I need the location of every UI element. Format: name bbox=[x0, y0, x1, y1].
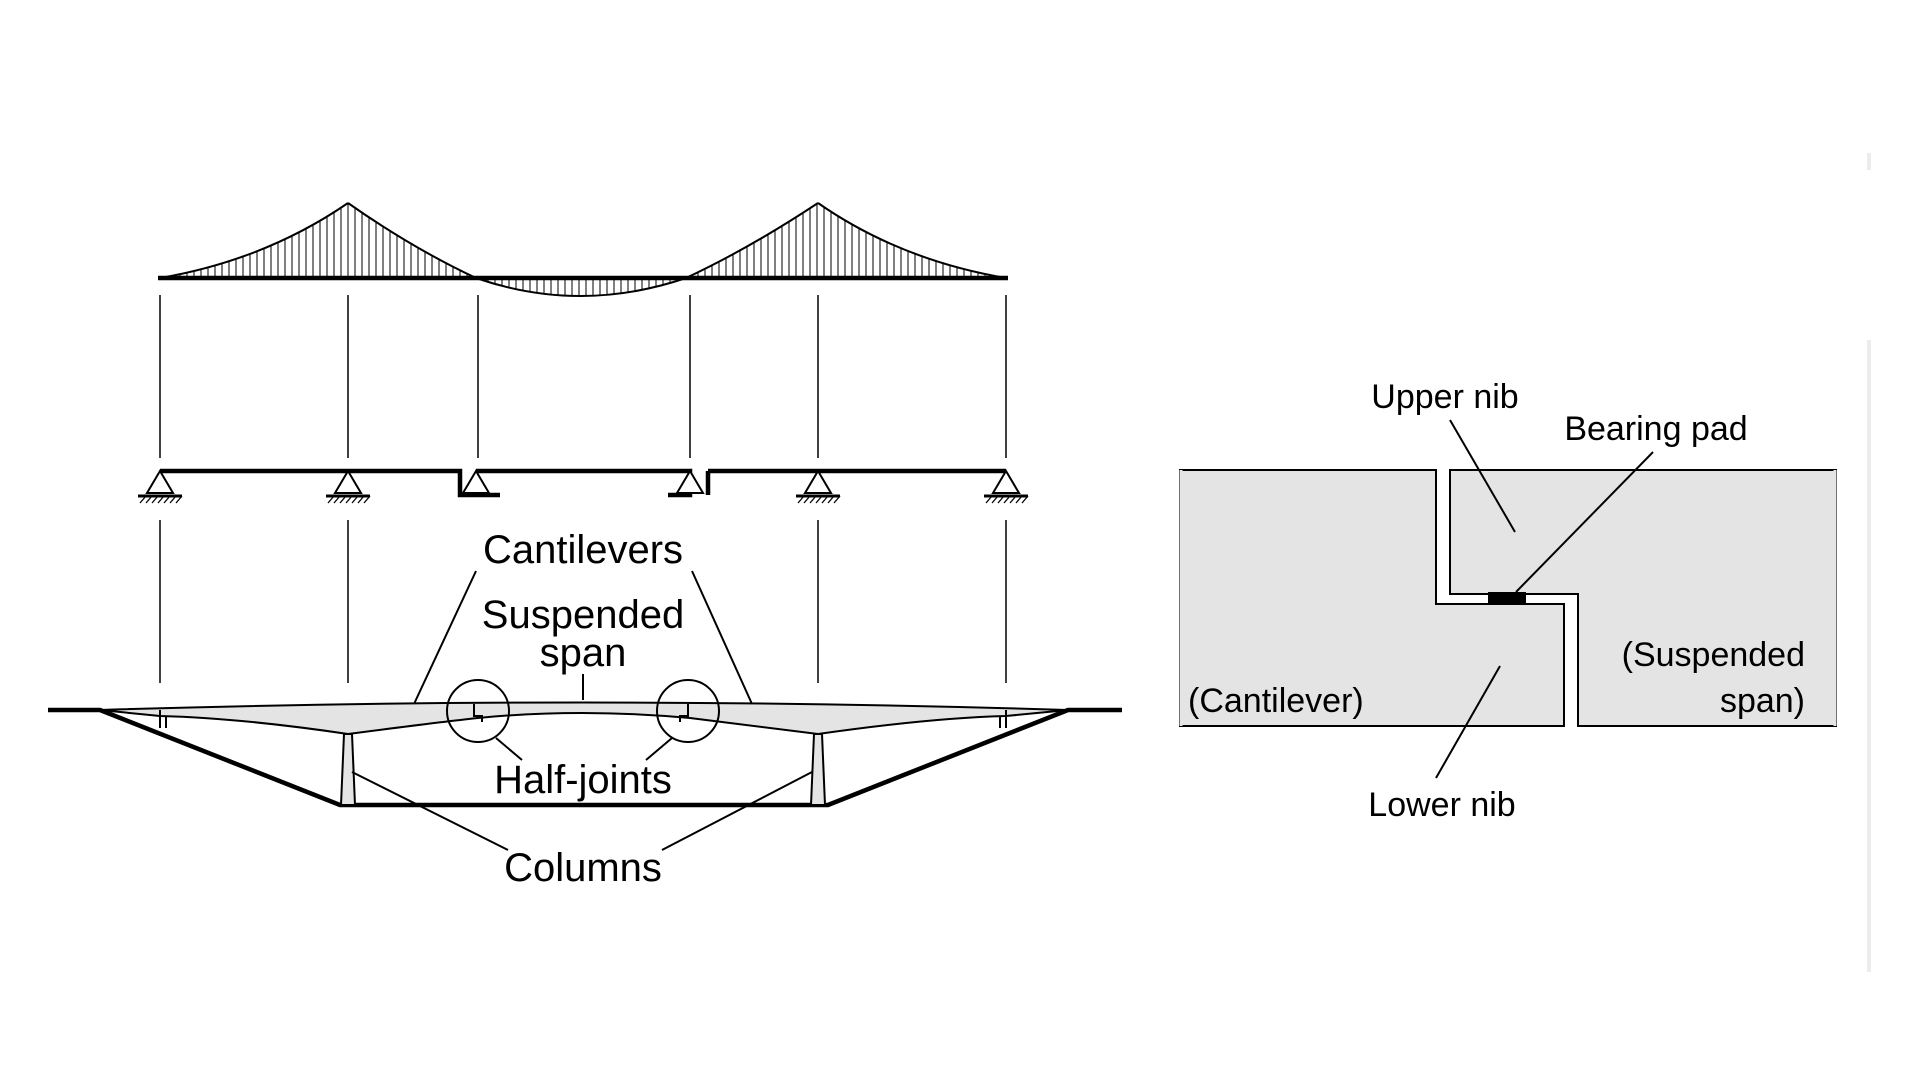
label-half-joints: Half-joints bbox=[494, 758, 672, 802]
leader-upper-nib bbox=[1449, 419, 1516, 533]
moment-curve bbox=[159, 202, 1007, 297]
label-bearing-pad: Bearing pad bbox=[1564, 410, 1747, 448]
beam-line bbox=[160, 468, 1006, 498]
bearing-pad bbox=[1488, 592, 1526, 604]
label-lower-nib: Lower nib bbox=[1368, 786, 1515, 824]
support-symbol bbox=[984, 469, 1029, 504]
column-left bbox=[339, 733, 357, 806]
deck bbox=[99, 701, 1069, 736]
projection-lines bbox=[159, 295, 1007, 683]
label-suspended-span-1: Suspended bbox=[482, 593, 684, 637]
structural-model bbox=[138, 468, 1029, 504]
label-upper-nib: Upper nib bbox=[1371, 378, 1518, 416]
leader-columns bbox=[351, 771, 813, 851]
label-cantilever: (Cantilever) bbox=[1188, 682, 1364, 720]
support-symbol bbox=[326, 469, 371, 504]
label-suspended-span-detail-1: (Suspended bbox=[1622, 636, 1805, 674]
support-symbol bbox=[138, 469, 183, 504]
column-right bbox=[809, 733, 827, 806]
bridge-elevation: Cantilevers Suspended span Half-joints C… bbox=[48, 528, 1122, 890]
label-suspended-span-detail-2: span) bbox=[1720, 682, 1805, 720]
supports bbox=[138, 469, 1029, 504]
moment-hatching bbox=[172, 203, 993, 296]
support-symbol bbox=[675, 469, 705, 494]
half-joint-mark-right bbox=[679, 704, 689, 722]
support-symbol bbox=[461, 469, 491, 494]
half-joint-circle-left bbox=[446, 679, 510, 743]
label-cantilevers: Cantilevers bbox=[483, 528, 683, 572]
leader-half-joints bbox=[495, 737, 673, 761]
half-joint-mark-left bbox=[473, 704, 483, 722]
support-symbol bbox=[796, 469, 841, 504]
moment-diagram bbox=[158, 202, 1008, 297]
half-joint-detail: Upper nib Bearing pad (Cantilever) (Susp… bbox=[1179, 378, 1837, 824]
label-suspended-span-2: span bbox=[540, 631, 627, 675]
leader-cantilevers bbox=[413, 570, 753, 705]
leader-lower-nib bbox=[1435, 665, 1501, 779]
leader-bearing-pad bbox=[1515, 451, 1654, 593]
half-joint-circle-right bbox=[656, 679, 720, 743]
ground-line bbox=[48, 707, 1122, 808]
label-columns: Columns bbox=[504, 846, 662, 890]
